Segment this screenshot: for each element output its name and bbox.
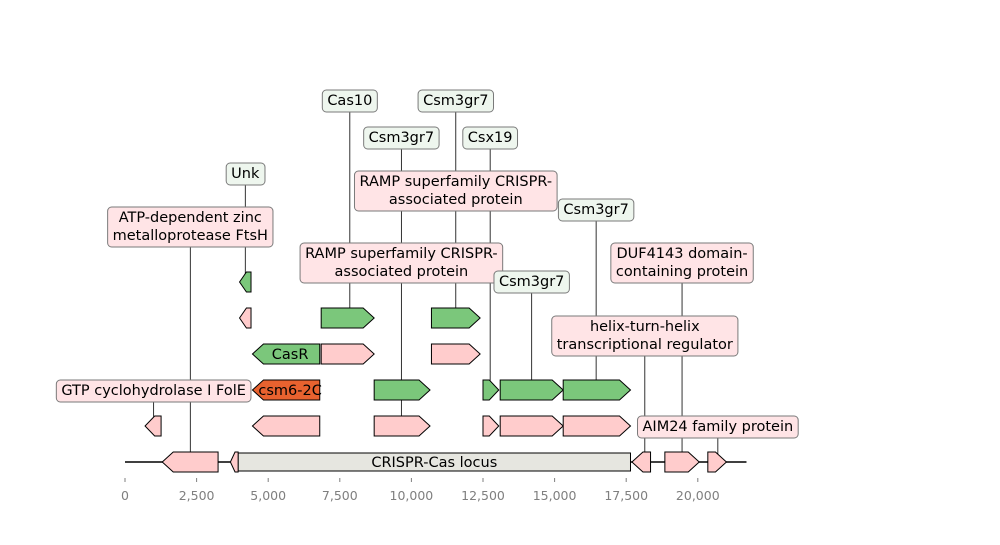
annotation-box: [637, 415, 799, 439]
gene-arrow-g15: [499, 379, 564, 401]
gene-arrow-g5: [707, 451, 728, 473]
gene-label-g12: csm6-2C: [258, 383, 321, 399]
annotation-text: Csm3gr7: [369, 130, 434, 146]
gene-arrow-g18: [320, 343, 375, 365]
gene-arrow-g14: [482, 379, 500, 401]
gene-arrow-g17: [251, 343, 321, 365]
gene-arrow-g22: [430, 307, 481, 329]
gene-arrow-g11: [562, 415, 632, 437]
annotation-label: Unk: [225, 162, 266, 186]
annotation-label: RAMP superfamily CRISPR-associated prote…: [353, 170, 558, 212]
annotation-box: [557, 198, 635, 222]
annotation-box: [107, 206, 274, 248]
annotation-text: Csm3gr7: [423, 93, 488, 109]
annotation-text: GTP cyclohydrolase I FolE: [61, 383, 246, 399]
annotation-box: [363, 126, 440, 150]
x-tick-label: 12,500: [461, 488, 505, 503]
gene-arrow-g7: [251, 415, 321, 437]
x-tick-label: 20,000: [676, 488, 720, 503]
annotation-text: Csx19: [468, 130, 513, 146]
annotation-text: RAMP superfamily CRISPR-associated prote…: [359, 174, 552, 208]
gene-arrow-g16: [562, 379, 632, 401]
gene-arrow-g12: [251, 379, 321, 401]
gene-arrow-g19: [430, 343, 481, 365]
annotation-box: [462, 126, 519, 150]
gene-features: csm6-2C CasR: [144, 271, 728, 473]
x-tick-label: 5,000: [250, 488, 286, 503]
annotation-label: Csm3gr7: [417, 89, 495, 113]
annotation-label: RAMP superfamily CRISPR-associated prote…: [299, 242, 504, 284]
annotation-box: [493, 270, 570, 294]
annotation-label: Cas10: [321, 89, 378, 113]
annotation-box: [225, 162, 266, 186]
gene-label-g17: CasR: [272, 347, 309, 363]
gene-arrow-g8: [373, 415, 431, 437]
annotation-text: Csm3gr7: [563, 202, 628, 218]
gene-arrow-g6: [144, 415, 162, 437]
annotation-box: [299, 242, 504, 284]
annotation-label: Csm3gr7: [557, 198, 635, 222]
x-tick-label: 15,000: [533, 488, 577, 503]
annotation-box: [417, 89, 495, 113]
annotation-text: Unk: [231, 166, 260, 182]
x-tick-label: 7,500: [322, 488, 358, 503]
annotation-text: DUF4143 domain-containing protein: [616, 246, 748, 280]
annotation-box: [321, 89, 378, 113]
gene-arrow-g10: [499, 415, 564, 437]
annotation-label: AIM24 family protein: [637, 415, 799, 439]
annotation-text: AIM24 family protein: [643, 419, 794, 435]
annotation-text: RAMP superfamily CRISPR-associated prote…: [305, 246, 498, 280]
crispr-cas-locus-label: CRISPR-Cas locus: [371, 455, 497, 471]
annotation-labels: GTP cyclohydrolase I FolE ATP-dependent z…: [55, 89, 799, 439]
gene-arrow-g23: [238, 271, 252, 293]
x-tick-label: 17,500: [604, 488, 648, 503]
annotation-label: DUF4143 domain-containing protein: [610, 242, 754, 284]
x-tick-label: 2,500: [179, 488, 215, 503]
annotation-box: [610, 242, 754, 284]
annotation-label: Csm3gr7: [493, 270, 570, 294]
gene-arrow-g20: [238, 307, 252, 329]
annotation-text: Csm3gr7: [499, 274, 564, 290]
gene-arrow-g13: [373, 379, 431, 401]
gene-arrow-g1: [161, 451, 219, 473]
gene-arrow-g2: [229, 451, 239, 473]
gene-arrow-g4: [664, 451, 700, 473]
x-tick-label: 0: [121, 488, 129, 503]
gene-arrow-g9: [482, 415, 500, 437]
annotation-label: GTP cyclohydrolase I FolE: [55, 379, 252, 403]
gene-arrow-g21: [320, 307, 375, 329]
annotation-box: [55, 379, 252, 403]
annotation-text: Cas10: [327, 93, 372, 109]
annotation-box: [353, 170, 558, 212]
x-axis: 0 2,500 5,000 7,500 10,000 12,500 15,000 17,500…: [121, 478, 720, 503]
gene-arrow-g3: [631, 451, 652, 473]
annotation-label: Csx19: [462, 126, 519, 150]
x-tick-label: 10,000: [390, 488, 434, 503]
annotation-label: Csm3gr7: [363, 126, 440, 150]
annotation-box: [551, 315, 739, 357]
